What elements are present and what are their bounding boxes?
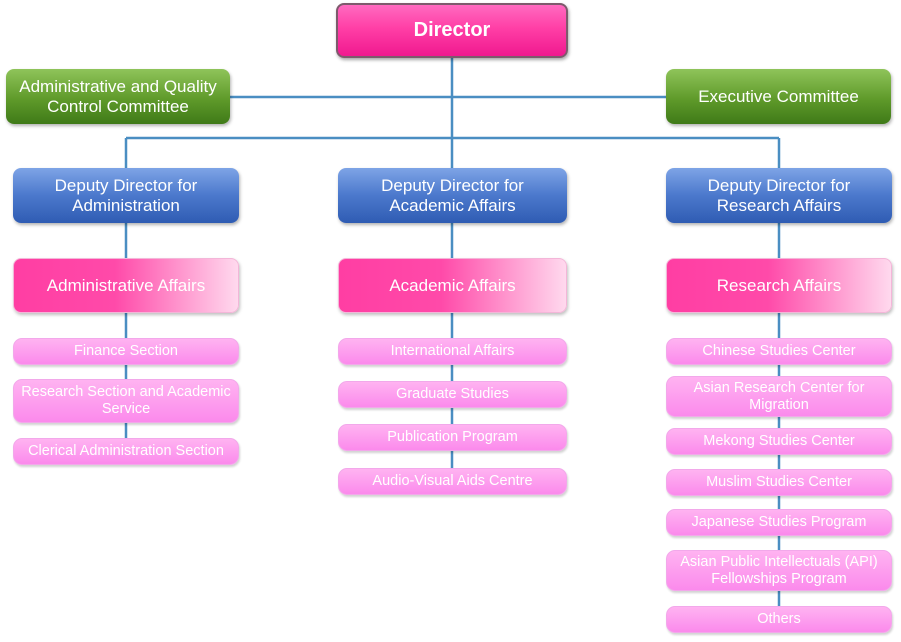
- unit-research-section: Research Section and Academic Service: [13, 379, 239, 423]
- admin-quality-committee-box: Administrative and Quality Control Commi…: [6, 69, 230, 124]
- unit-clerical-administration: Clerical Administration Section: [13, 438, 239, 465]
- administrative-affairs-box: Administrative Affairs: [13, 258, 239, 313]
- unit-international-affairs: International Affairs: [338, 338, 567, 365]
- unit-muslim-studies: Muslim Studies Center: [666, 469, 892, 496]
- unit-audio-visual-aids: Audio-Visual Aids Centre: [338, 468, 567, 495]
- unit-graduate-studies: Graduate Studies: [338, 381, 567, 408]
- executive-committee-box: Executive Committee: [666, 69, 891, 124]
- director-box: Director: [336, 3, 568, 58]
- unit-publication-program: Publication Program: [338, 424, 567, 451]
- deputy-director-academic-box: Deputy Director for Academic Affairs: [338, 168, 567, 223]
- research-affairs-box: Research Affairs: [666, 258, 892, 313]
- unit-japanese-studies: Japanese Studies Program: [666, 509, 892, 536]
- unit-api-fellowships: Asian Public Intellectuals (API) Fellows…: [666, 550, 892, 591]
- academic-affairs-box: Academic Affairs: [338, 258, 567, 313]
- unit-chinese-studies: Chinese Studies Center: [666, 338, 892, 365]
- unit-others: Others: [666, 606, 892, 633]
- unit-mekong-studies: Mekong Studies Center: [666, 428, 892, 455]
- deputy-director-administration-box: Deputy Director for Administration: [13, 168, 239, 223]
- deputy-director-research-box: Deputy Director for Research Affairs: [666, 168, 892, 223]
- unit-finance-section: Finance Section: [13, 338, 239, 365]
- unit-asian-research-migration: Asian Research Center for Migration: [666, 376, 892, 417]
